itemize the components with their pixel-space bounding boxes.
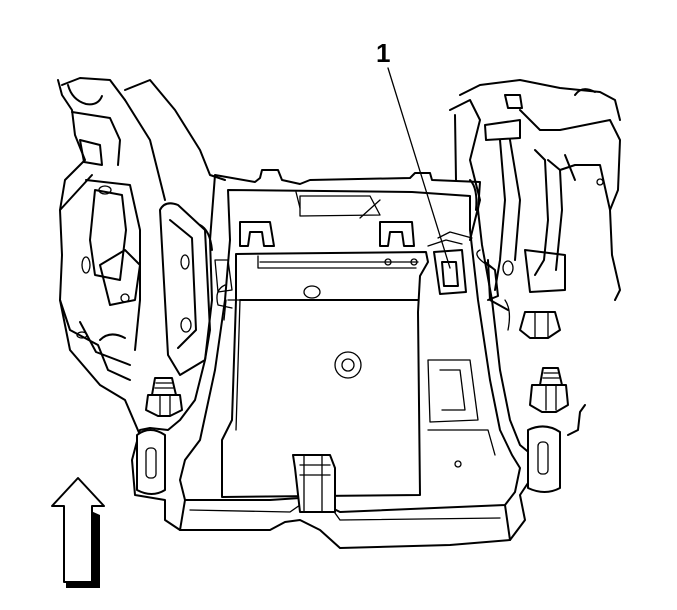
wire-lead-right — [567, 404, 586, 436]
callout-number: 1 — [376, 38, 390, 68]
leader-line — [387, 67, 451, 269]
forward-direction-arrow — [51, 477, 105, 588]
right-stud — [529, 367, 569, 413]
module-clip — [427, 231, 473, 295]
module-mounting-tray — [131, 169, 561, 549]
left-seat-bracket — [57, 77, 226, 436]
front-latch — [292, 454, 336, 513]
nut-upper-right — [519, 311, 561, 339]
left-stud — [145, 377, 183, 417]
callout-1: 1 — [376, 38, 451, 269]
